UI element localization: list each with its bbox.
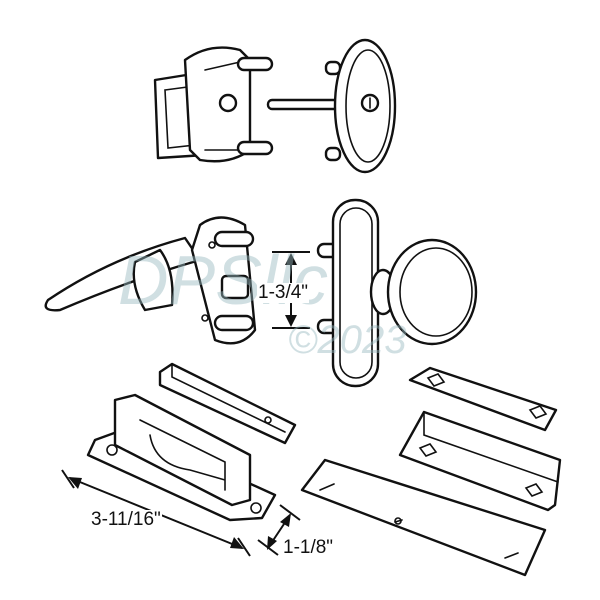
label-post-spacing: 1-3/4": [257, 282, 310, 303]
knob-escutcheon: [316, 198, 397, 388]
spacer-plate-small: [408, 366, 558, 432]
strike-base: [86, 393, 277, 522]
mounting-strap: [300, 458, 547, 577]
label-strike-width: 1-1/8": [282, 537, 335, 558]
spindle-rod: [266, 98, 344, 111]
label-strike-length: 3-11/16": [90, 509, 162, 530]
keyed-escutcheon: [324, 38, 397, 174]
filler-bar: [158, 362, 297, 445]
door-knob: [386, 238, 478, 346]
angle-bracket: [398, 410, 562, 512]
latch-body: [153, 46, 274, 163]
lever-handle: [44, 236, 202, 312]
dimension-strike-width: [257, 504, 301, 556]
mounting-plate: [190, 216, 257, 345]
